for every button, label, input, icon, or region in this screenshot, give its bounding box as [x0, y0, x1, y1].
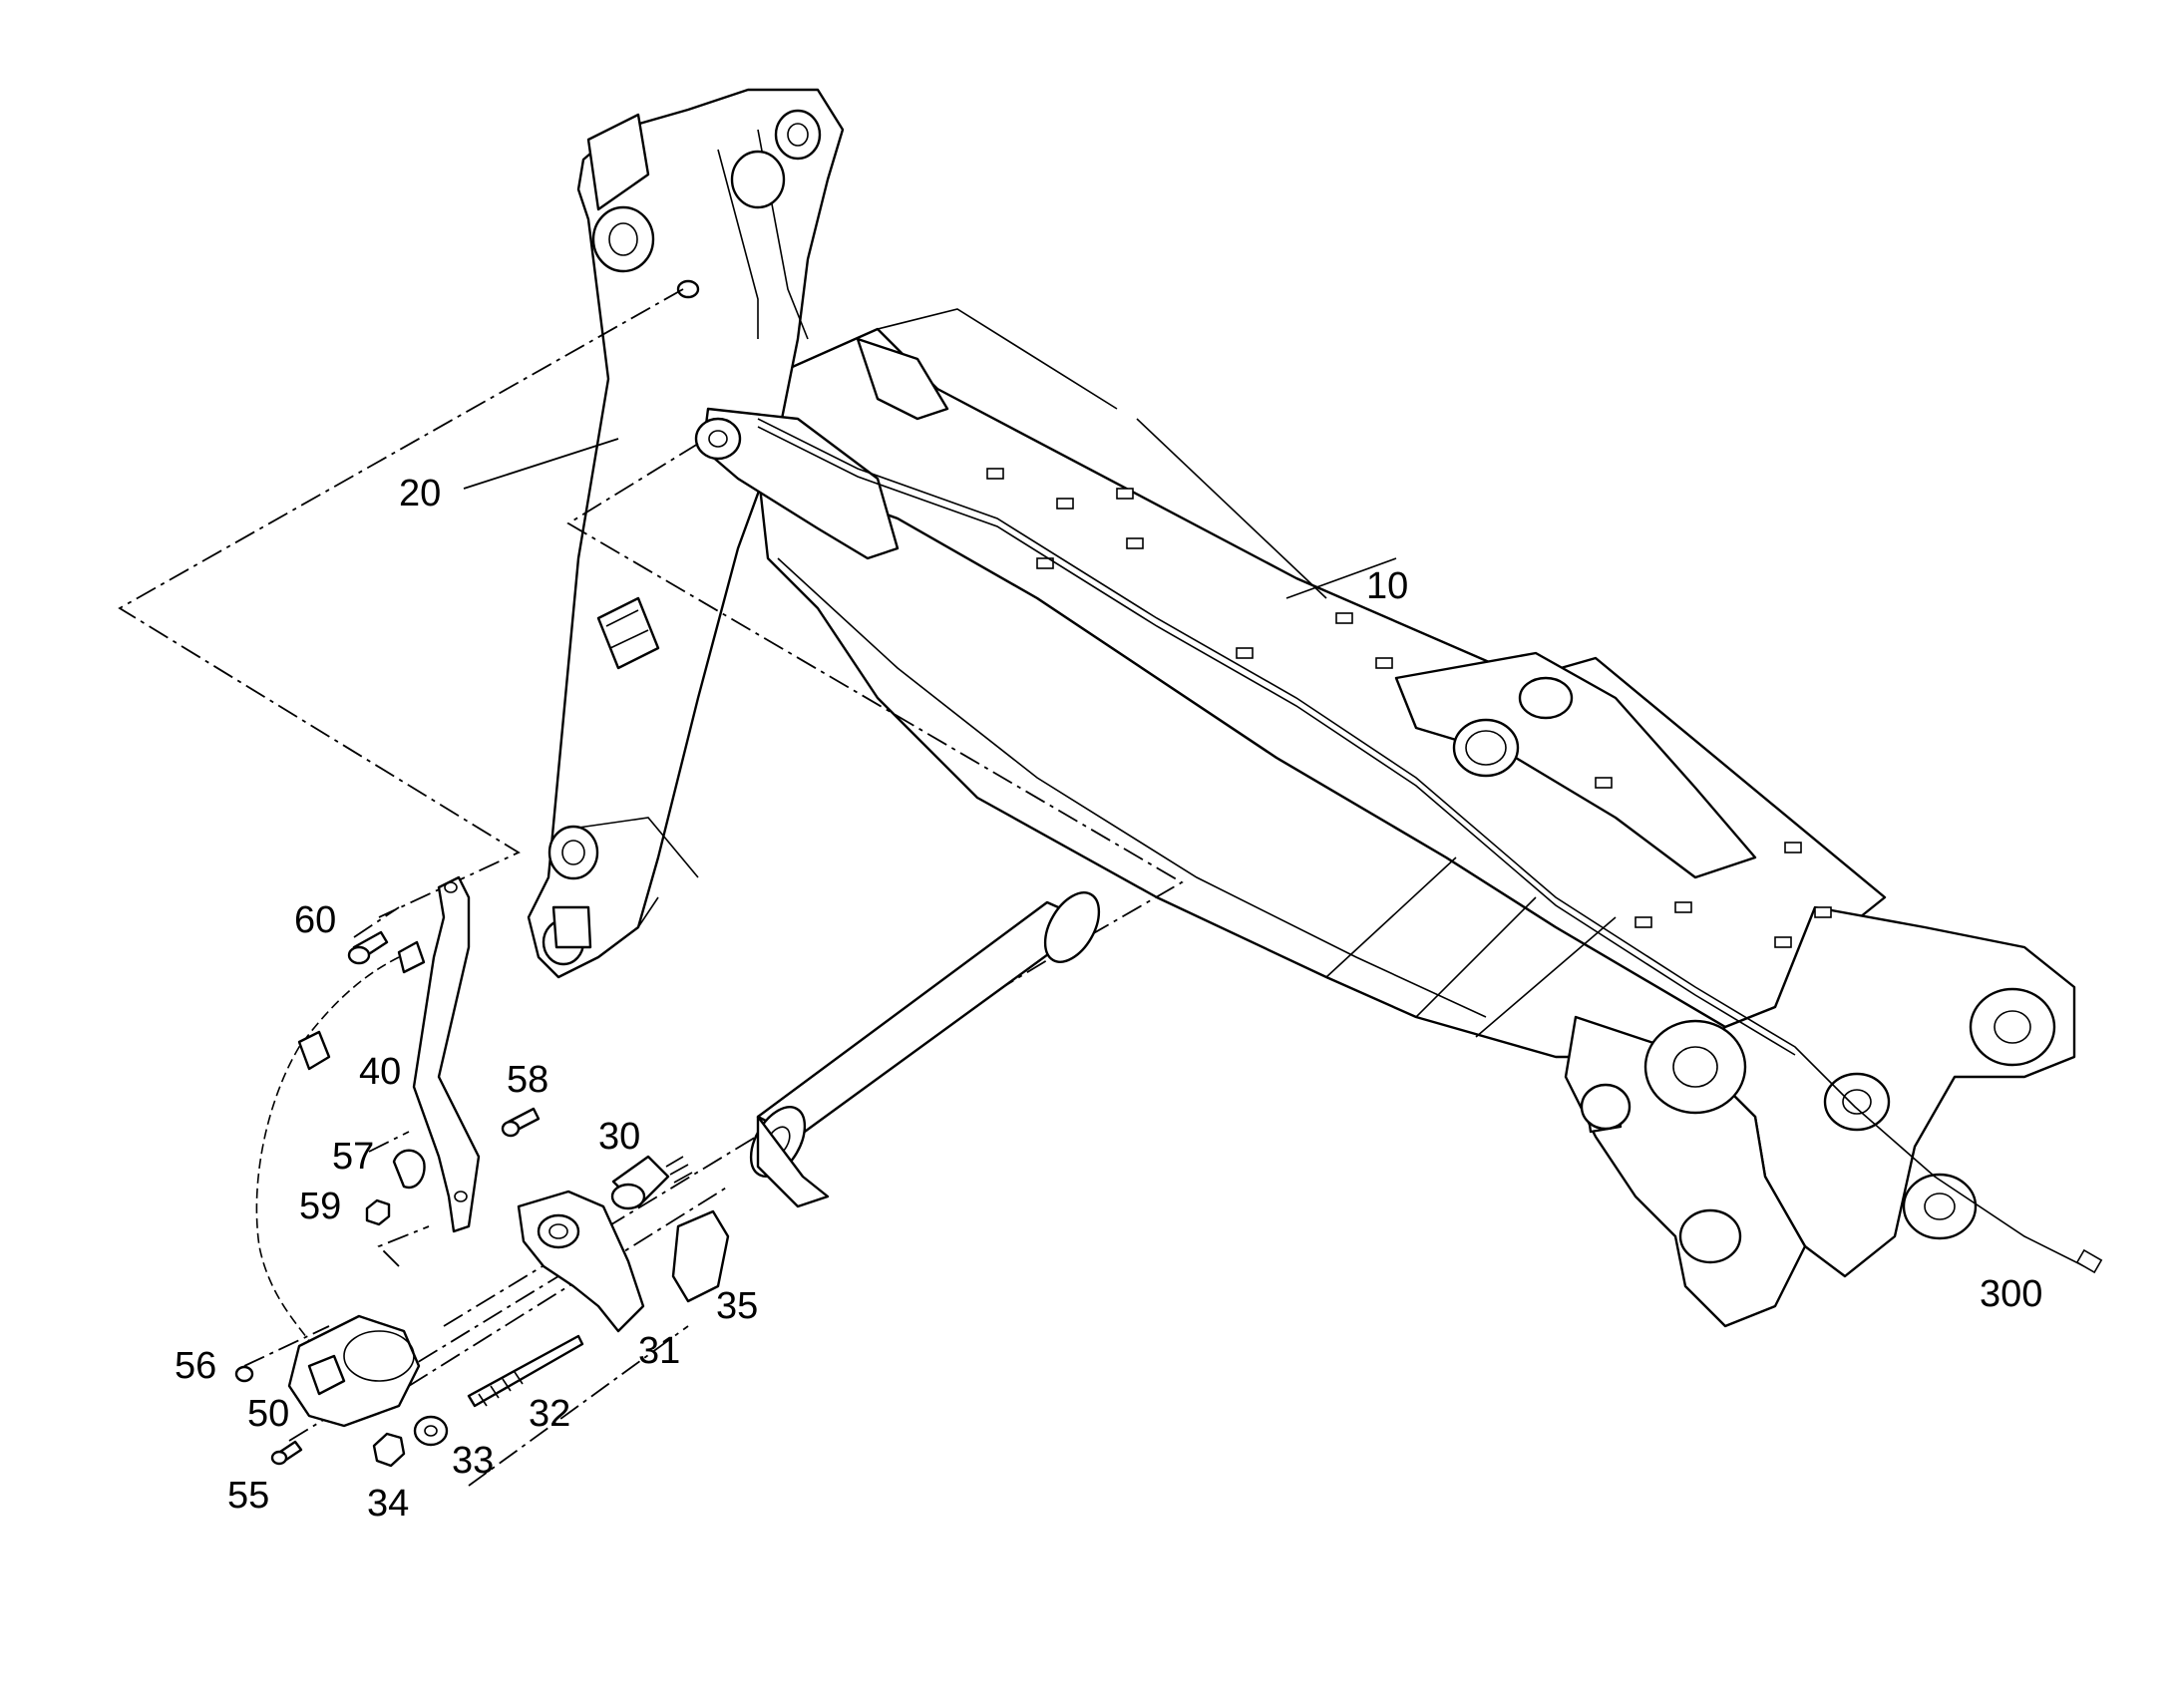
label-56: 56	[175, 1345, 216, 1387]
label-10: 10	[1366, 565, 1408, 607]
label-58: 58	[507, 1059, 548, 1101]
part-60-bolt	[347, 930, 389, 965]
label-57: 57	[332, 1136, 374, 1178]
label-300: 300	[1980, 1273, 2042, 1315]
label-30: 30	[598, 1116, 640, 1158]
leader-line-20	[463, 438, 619, 490]
label-35: 35	[716, 1285, 758, 1327]
label-40: 40	[359, 1051, 401, 1093]
part-32-stud	[467, 1334, 584, 1408]
part-35-block	[671, 1209, 730, 1303]
part-57-clip	[392, 1149, 426, 1190]
label-20: 20	[399, 473, 441, 514]
part-40-bracket	[412, 875, 481, 1233]
wiring-harness	[757, 418, 2103, 1274]
part-59-nut	[365, 1198, 391, 1226]
pin-shaft	[749, 891, 1101, 1208]
label-60: 60	[294, 899, 336, 941]
part-labels: 10 20 30 31 32 33 34 35 40 50 55 56 57 5…	[175, 473, 2042, 1525]
label-32: 32	[529, 1393, 570, 1435]
main-boom	[696, 308, 2076, 1328]
part-55-screw	[270, 1440, 303, 1466]
label-50: 50	[247, 1393, 289, 1435]
label-34: 34	[367, 1483, 409, 1525]
label-55: 55	[227, 1475, 269, 1517]
part-31-bracket	[517, 1190, 645, 1333]
part-34-nut	[372, 1432, 406, 1468]
sensor-cable	[255, 956, 400, 1342]
part-56-screw	[234, 1365, 254, 1383]
part-30-pin	[610, 1155, 693, 1210]
label-31: 31	[638, 1330, 680, 1372]
arm	[527, 88, 900, 979]
part-33-washer	[413, 1415, 449, 1447]
label-33: 33	[452, 1440, 494, 1482]
part-58-bolt	[501, 1107, 541, 1138]
cable-connector	[297, 940, 426, 1071]
part-50-sensor	[287, 1314, 421, 1428]
label-59: 59	[299, 1186, 341, 1227]
